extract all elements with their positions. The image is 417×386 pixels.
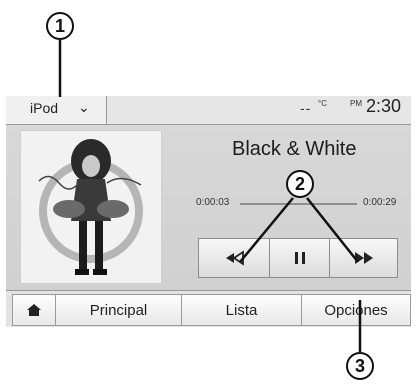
- album-art-image: [21, 131, 161, 283]
- tab-principal[interactable]: Principal: [56, 294, 182, 326]
- pause-icon: [295, 252, 305, 264]
- home-icon: [27, 304, 41, 316]
- progress-bar[interactable]: [240, 203, 357, 205]
- tab-principal-label: Principal: [89, 301, 148, 319]
- pause-button[interactable]: [270, 238, 330, 278]
- temperature-unit: °C: [318, 99, 327, 108]
- rewind-button[interactable]: [198, 238, 270, 278]
- fast-forward-button[interactable]: [330, 238, 398, 278]
- tab-lista[interactable]: Lista: [182, 294, 302, 326]
- track-duration: 0:00:29: [363, 197, 397, 208]
- callout-2: 2: [286, 170, 314, 198]
- ampm-label: PM: [350, 99, 362, 108]
- elapsed-time: 0:00:03: [196, 197, 230, 208]
- clock-time: 2:30: [366, 96, 402, 116]
- source-label: iPod: [30, 100, 59, 116]
- callout-1: 1: [46, 12, 74, 40]
- chevron-down-icon: ⌄: [78, 99, 90, 115]
- track-title: Black & White: [232, 138, 357, 160]
- tab-lista-label: Lista: [225, 301, 258, 319]
- album-art: [20, 130, 162, 284]
- callout-3: 3: [346, 352, 374, 380]
- tab-opciones-label: Opciones: [324, 301, 388, 319]
- temperature-dashes: --: [300, 100, 312, 116]
- source-selector[interactable]: [6, 96, 107, 124]
- tab-opciones[interactable]: Opciones: [302, 294, 411, 326]
- home-button[interactable]: [12, 294, 56, 326]
